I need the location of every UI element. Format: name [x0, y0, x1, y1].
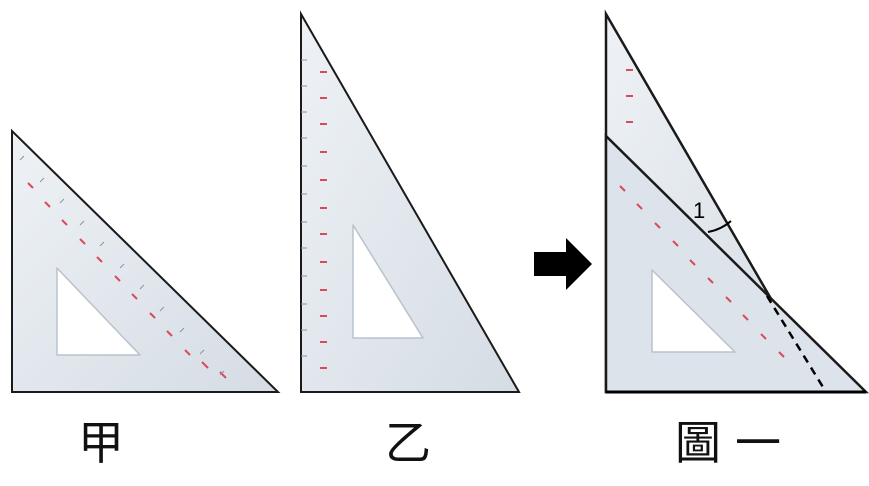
triangle-a-body — [11, 128, 281, 393]
right-arrow-icon — [534, 238, 592, 290]
figure-one-isosceles-triangle — [604, 133, 869, 394]
triangle-a-cutout — [56, 267, 141, 356]
triangle-a-set-square — [11, 128, 281, 393]
triangle-b-set-square — [300, 10, 521, 393]
figure-one-dashed-extension — [765, 295, 828, 393]
angle-one-arc — [707, 220, 732, 233]
triangle-a-tick-marks — [19, 155, 225, 376]
caption-triangle-a: 甲 — [78, 416, 124, 470]
figure-one-scale-marks — [619, 185, 785, 358]
figure-one-combined: 1 — [604, 9, 869, 394]
triangle-b-scale-marks — [320, 71, 327, 369]
triangle-a-scale-marks — [27, 182, 227, 379]
triangle-b-tick-marks — [301, 59, 307, 357]
figure-one-tall-scale-marks — [626, 69, 633, 123]
figure-one-cutout — [651, 269, 736, 353]
caption-figure-one: 圖一 — [675, 416, 795, 470]
triangle-b-cutout — [352, 224, 424, 339]
angle-one-label: 1 — [693, 198, 705, 223]
caption-triangle-b: 乙 — [385, 416, 431, 470]
